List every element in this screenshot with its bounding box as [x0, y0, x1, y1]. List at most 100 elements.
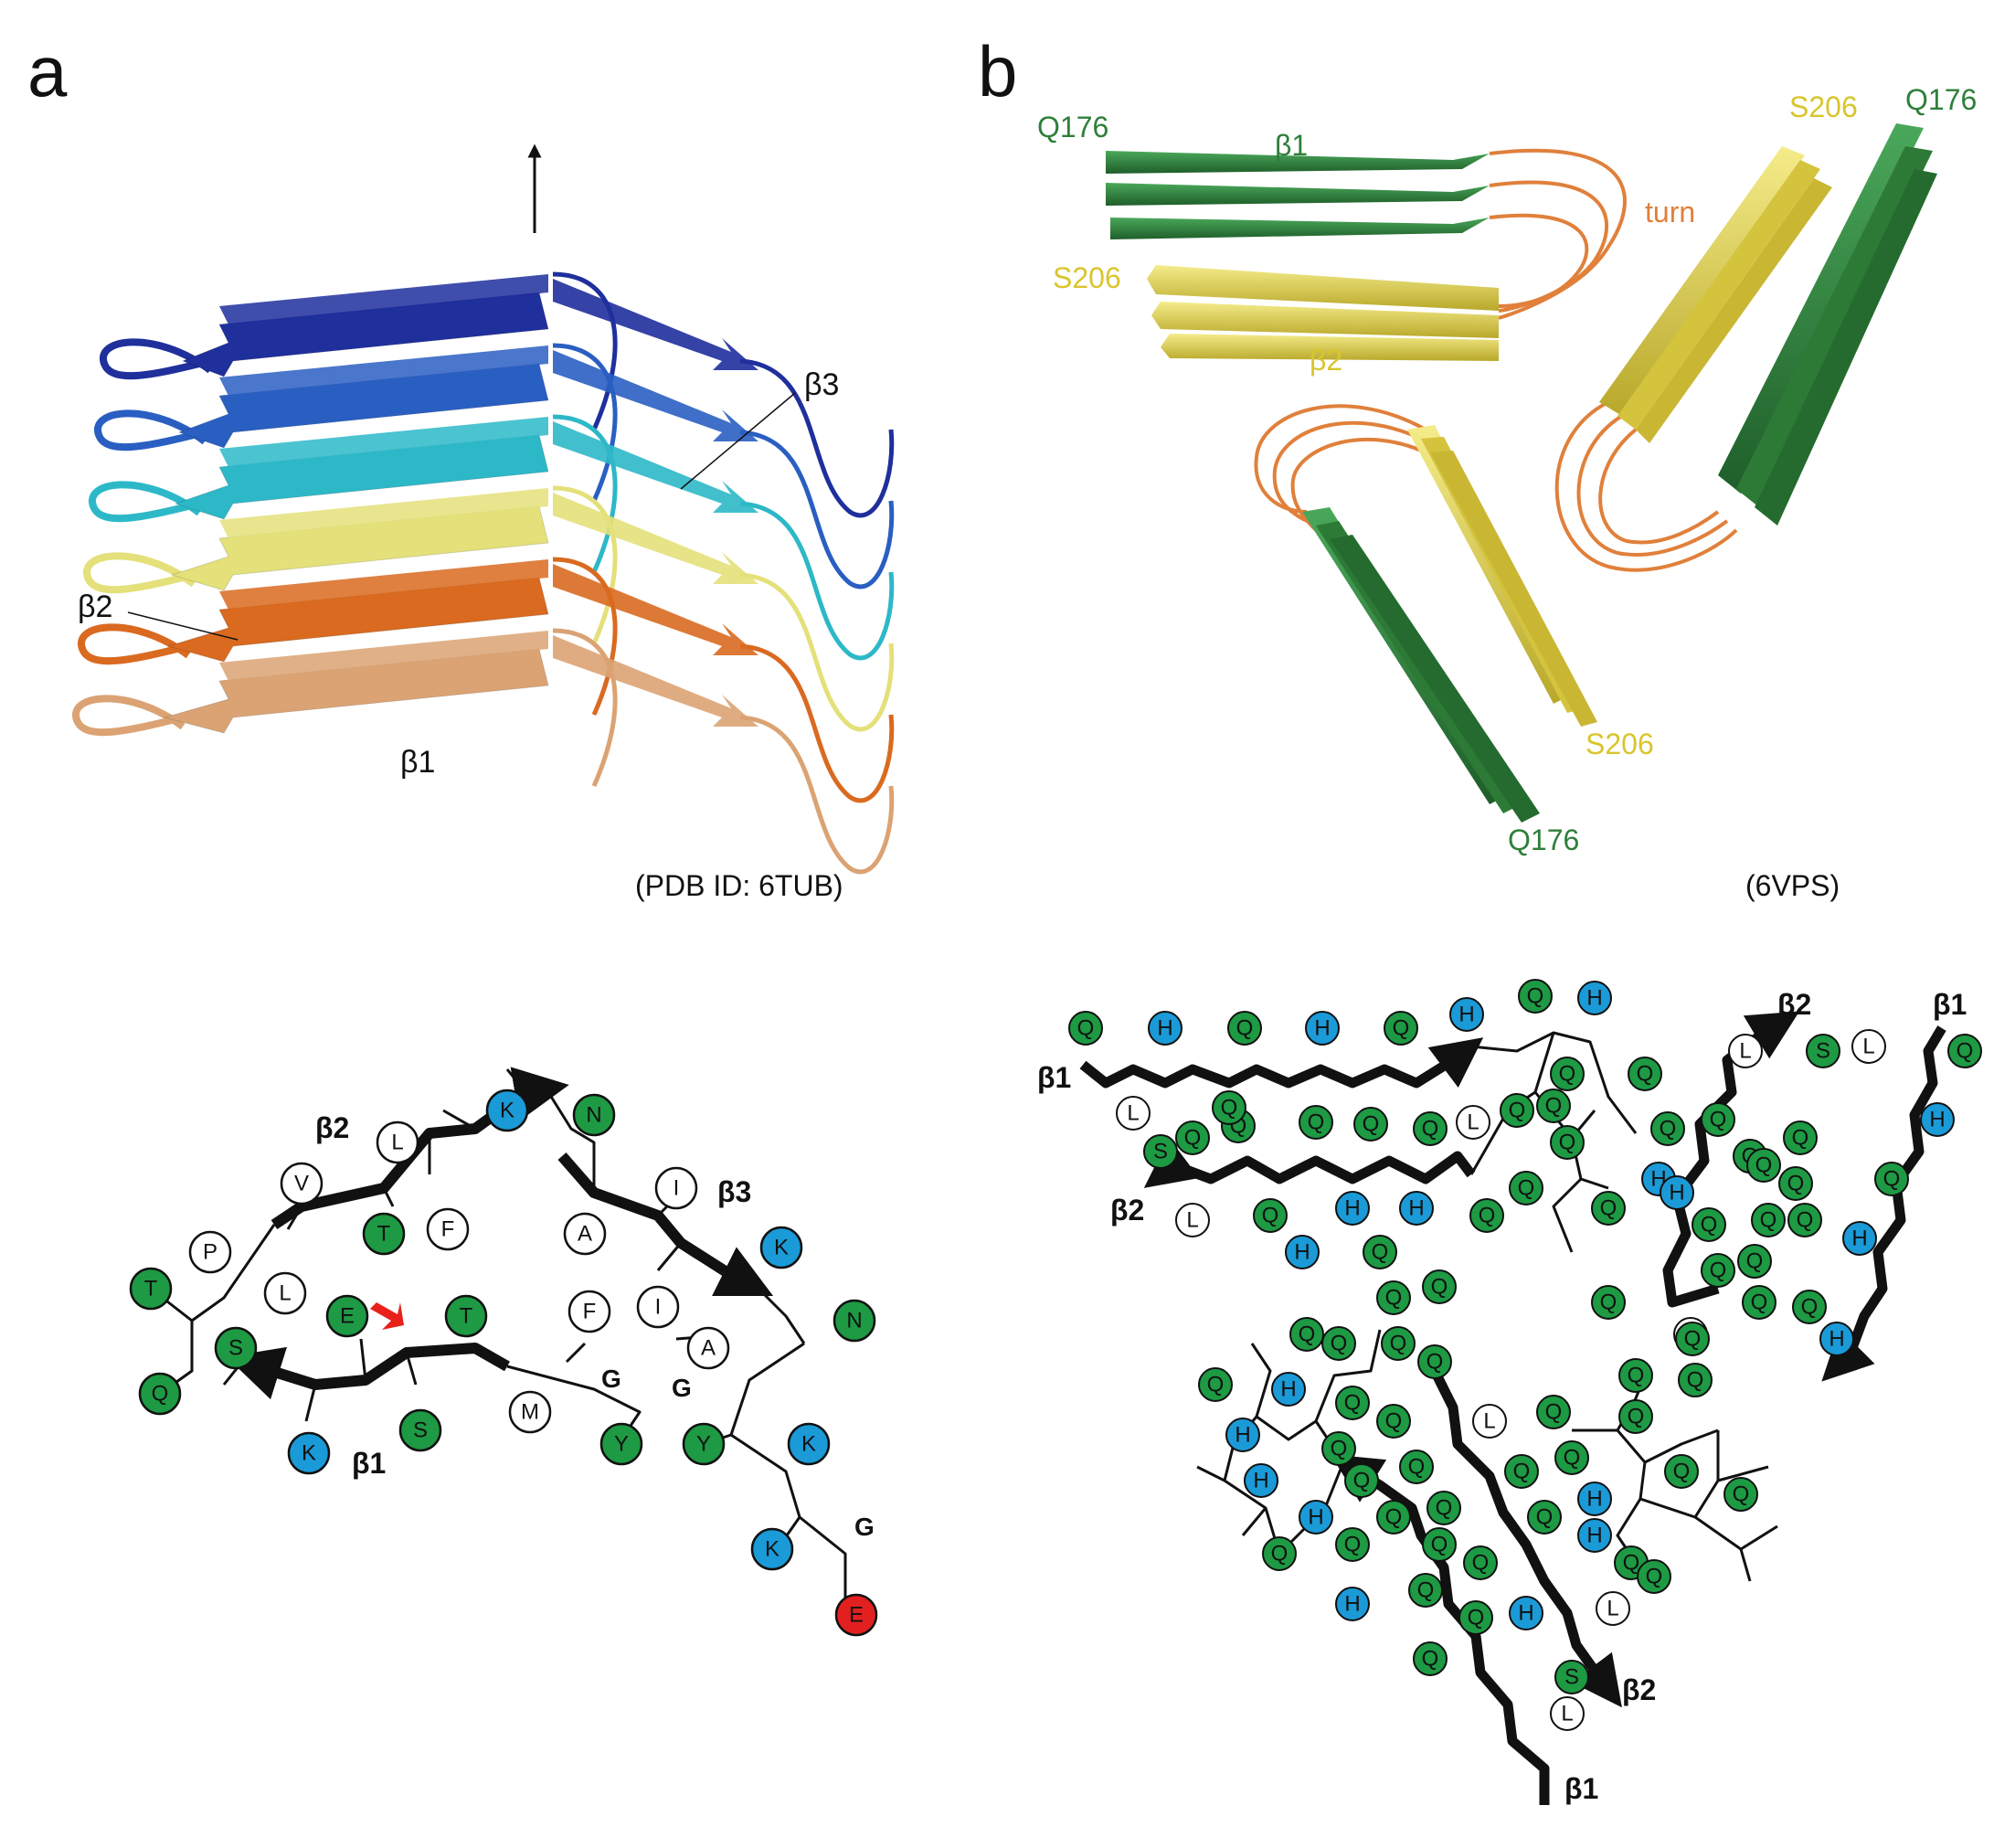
residue-letter: Q: [1623, 1551, 1640, 1576]
residue-letter: Q: [1628, 1364, 1645, 1388]
topo-a-bond-11: [304, 1384, 317, 1422]
residue-L-21: L: [1175, 1203, 1210, 1237]
right-green-strands: [1718, 123, 1937, 526]
panel-a-beta2-label: β2: [78, 589, 112, 624]
residue-circle: [563, 1212, 607, 1256]
residue-letter: Q: [1393, 1016, 1410, 1041]
residue-letter: Q: [1751, 1290, 1768, 1315]
residue-letter: P: [203, 1240, 217, 1265]
lower-green-strands: [1302, 507, 1540, 823]
residue-H-75: H: [1299, 1500, 1333, 1535]
residue-letter: E: [849, 1603, 864, 1628]
residue-letter: Q: [1797, 1208, 1814, 1233]
residue-H-2: H: [1148, 1011, 1182, 1046]
residue-circle: [1262, 1536, 1297, 1571]
residue-letter: H: [1586, 1524, 1602, 1548]
residue-circle: [1469, 1198, 1504, 1233]
residue-circle: [1637, 1559, 1671, 1594]
residue-circle: [1728, 1034, 1763, 1068]
residue-circle: [1596, 1591, 1630, 1626]
residue-Q-79: Q: [1335, 1527, 1370, 1562]
residue-letter: H: [1344, 1196, 1360, 1221]
residue-Q-14: Q: [1413, 1111, 1448, 1146]
layer-beta-strand-1: [170, 505, 549, 591]
residue-Q-71: Q: [1399, 1450, 1434, 1484]
topo-b-bond-18: [1739, 1548, 1752, 1582]
layer-inner-loop: [552, 343, 618, 503]
residue-Q-15: Q: [1550, 1057, 1585, 1091]
residue-circle: [1335, 1386, 1370, 1420]
topo-b-strand-6: [1430, 1368, 1622, 1708]
residue-circle: [398, 1408, 442, 1452]
topo-a-bond-7: [799, 1515, 847, 1604]
residue-Q-94: Q: [1618, 1399, 1653, 1434]
layer-right-loop: [739, 430, 895, 589]
residue-circle: [1723, 1477, 1758, 1512]
topo-a-bond-3: [546, 1091, 596, 1193]
residue-circle: [636, 1285, 680, 1329]
residue-N-7: N: [572, 1093, 616, 1137]
topo-b-bond-11: [1323, 1461, 1345, 1509]
residue-letter: Q: [1660, 1117, 1677, 1142]
residue-S-16: S: [214, 1326, 258, 1370]
residue-letter: T: [144, 1277, 158, 1301]
residue-I-8: I: [654, 1166, 698, 1210]
residue-letter: H: [1518, 1601, 1533, 1626]
residue-Q-78: Q: [1426, 1491, 1461, 1525]
top-yellow-strands: [1147, 265, 1499, 361]
layer-beta-strand-2: [219, 559, 548, 610]
residue-letter: Q: [1299, 1322, 1316, 1347]
residue-circle: [1650, 1111, 1685, 1146]
topo-a-bond-15: [359, 1338, 367, 1381]
residue-circle: [1678, 1363, 1713, 1397]
residue-letter: Q: [1236, 1016, 1254, 1041]
residue-circle: [1618, 1399, 1653, 1434]
residue-letter: Q: [1431, 1275, 1448, 1300]
residue-circle: [1198, 1367, 1233, 1402]
residue-Q-29: Q: [1591, 1191, 1626, 1226]
residue-letter: Q: [1262, 1204, 1279, 1228]
residue-circle: [1920, 1102, 1955, 1137]
residue-E-15: E: [834, 1593, 878, 1637]
residue-letter: H: [1669, 1181, 1684, 1205]
residue-circle: [1746, 1148, 1781, 1183]
layer-beta-strand-2: [219, 417, 548, 467]
layer-beta-strand-1: [177, 363, 549, 449]
residue-Q-98: Q: [1527, 1500, 1562, 1535]
residue-letter: Q: [1344, 1391, 1362, 1416]
topo-b-bond-17: [1694, 1515, 1778, 1551]
residue-circle: [1426, 1491, 1461, 1525]
beta-layer-1: [100, 271, 895, 518]
residue-Q-30: Q: [1650, 1111, 1685, 1146]
residue-letter: F: [583, 1300, 597, 1324]
beta-layer-6: [72, 628, 895, 875]
residue-Q-7: Q: [1518, 979, 1553, 1014]
residue-circle: [750, 1527, 794, 1571]
residue-circle: [1472, 1404, 1507, 1439]
residue-letter: Q: [1077, 1016, 1095, 1041]
residue-T-25: T: [444, 1294, 488, 1338]
residue-Y-12: Y: [682, 1422, 726, 1466]
residue-letter: L: [1607, 1597, 1618, 1621]
layer-beta-strand-2: [219, 274, 548, 324]
residue-Q-57: Q: [1363, 1235, 1397, 1269]
layer-right-loop: [739, 715, 895, 875]
residue-Q-17: Q: [1500, 1093, 1534, 1128]
residue-circle: [426, 1207, 470, 1251]
residue-circle: [1225, 1418, 1260, 1452]
layer-beta-strand-2: [219, 345, 548, 396]
residue-letter: Q: [1479, 1204, 1496, 1228]
topo-b-beta1-label-bottom: β1: [1564, 1772, 1598, 1805]
residue-circle: [599, 1422, 643, 1466]
residue-H-8: H: [1577, 981, 1612, 1015]
residue-Q-3: Q: [1227, 1011, 1262, 1046]
residue-K-6: K: [485, 1089, 529, 1132]
residue-circle: [1660, 1175, 1694, 1210]
residue-circle: [1143, 1134, 1178, 1169]
residue-Q-43: Q: [1874, 1162, 1909, 1196]
label-turn: turn: [1645, 196, 1695, 228]
residue-letter: Q: [1422, 1647, 1439, 1672]
label-q176-top-right: Q176: [1905, 83, 1977, 116]
residue-circle: [833, 1299, 876, 1343]
layer-beta-strand-1: [166, 577, 549, 663]
